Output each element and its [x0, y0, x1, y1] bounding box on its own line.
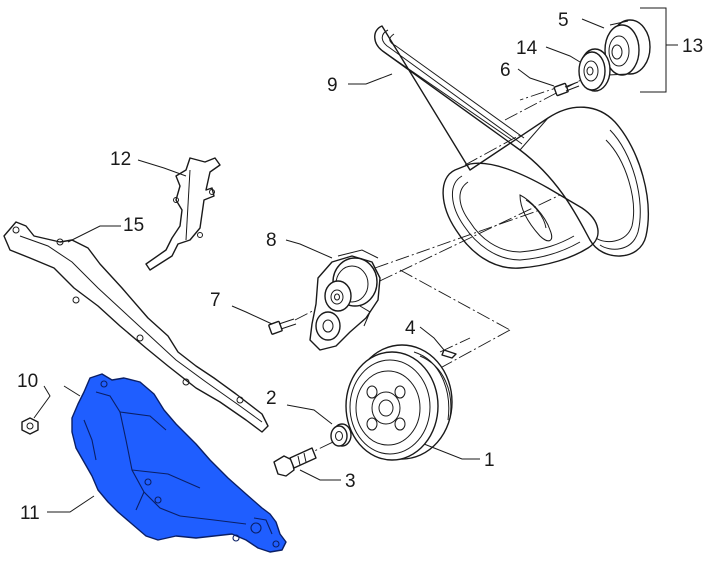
callout-8: 8 [266, 230, 277, 251]
callout-4: 4 [405, 318, 416, 339]
pulley-bolt[interactable] [553, 81, 580, 97]
tensioner-bolt[interactable] [268, 318, 297, 335]
callout-10: 10 [17, 371, 38, 392]
timing-cover-lower-highlighted[interactable] [71, 373, 287, 553]
callout-labels: 1 2 3 4 5 6 7 8 9 10 11 12 13 14 15 [17, 10, 703, 524]
callout-15: 15 [123, 215, 144, 236]
timing-cover-upper[interactable] [3, 221, 269, 433]
poly-v-belt-outer[interactable] [374, 25, 649, 257]
belt-tensioner[interactable] [309, 249, 381, 351]
pulley-washer[interactable] [330, 423, 352, 447]
group-bracket-13 [640, 7, 678, 93]
callout-6: 6 [500, 60, 511, 81]
idler-pulley[interactable] [604, 19, 651, 76]
poly-v-belt-inner[interactable] [442, 162, 599, 269]
callout-9: 9 [327, 75, 338, 96]
callout-14: 14 [516, 38, 538, 59]
callout-12: 12 [110, 149, 131, 170]
callout-1: 1 [484, 450, 495, 471]
callout-5: 5 [558, 10, 569, 31]
bracket[interactable] [145, 157, 221, 271]
cover-nut[interactable] [21, 417, 39, 435]
callout-2: 2 [266, 388, 277, 409]
callout-11: 11 [20, 503, 40, 524]
callout-13: 13 [682, 36, 703, 57]
woodruff-key[interactable] [441, 349, 457, 359]
pulley-dust-cap[interactable] [578, 48, 611, 92]
callout-3: 3 [345, 471, 356, 492]
leader-lines [33, 18, 605, 513]
idler-pulley-assembly[interactable] [553, 19, 651, 97]
crankshaft-pulley[interactable] [345, 344, 453, 461]
callout-7: 7 [210, 290, 221, 311]
crankshaft-bolt[interactable] [273, 447, 317, 477]
